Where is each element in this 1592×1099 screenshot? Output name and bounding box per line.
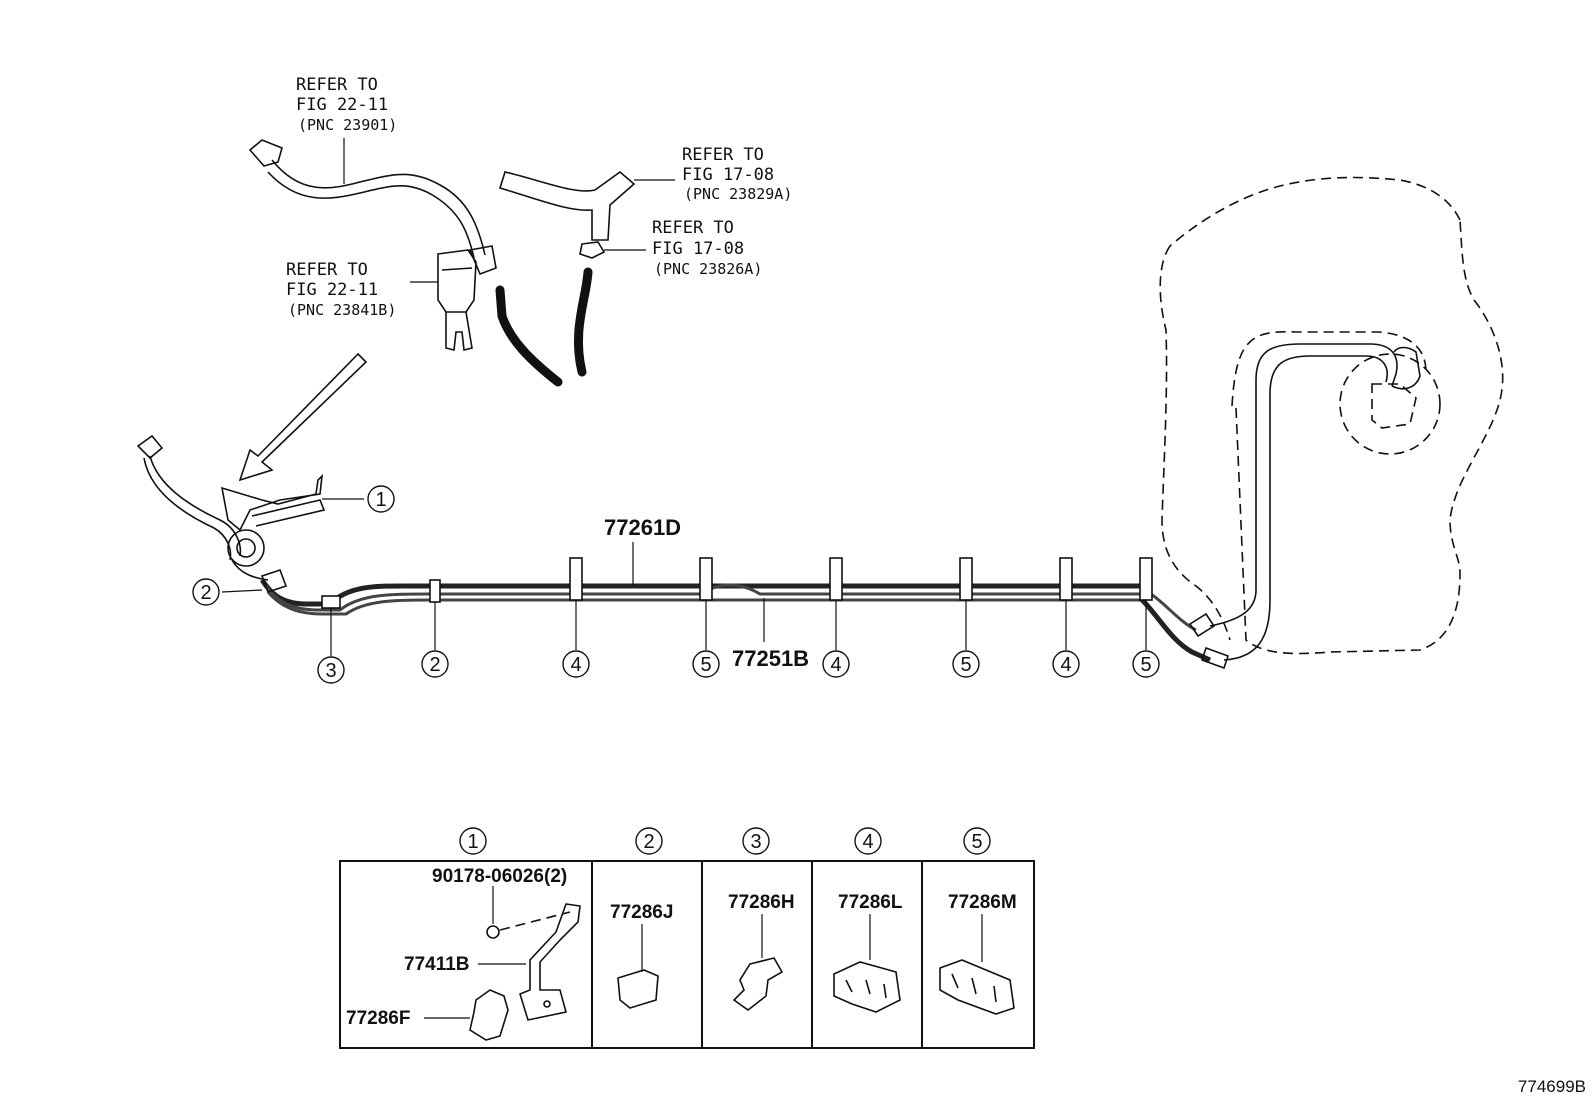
leader-lines <box>221 542 1147 656</box>
clamp-4b <box>829 557 843 601</box>
figure-number: 774699B <box>1518 1077 1586 1096</box>
clamp-5c <box>1139 557 1153 601</box>
svg-text:5: 5 <box>1140 654 1151 676</box>
svg-text:3: 3 <box>750 831 761 853</box>
cell4-clamp-icon <box>833 961 901 1013</box>
legend-header-2: 2 <box>635 827 663 855</box>
tube-upper-label: 77261D <box>604 515 681 540</box>
svg-text:4: 4 <box>830 654 841 676</box>
legend-header-5: 5 <box>963 827 991 855</box>
direction-arrow <box>238 352 368 482</box>
hose-segments <box>495 267 593 387</box>
bracket-part-number: 77411B <box>404 954 470 975</box>
callout-2-left: 2 <box>192 578 220 606</box>
legend-header-3: 3 <box>742 827 770 855</box>
ref4-line2: FIG 22-11 <box>286 280 378 300</box>
cell4-part-number: 77286L <box>838 892 903 913</box>
ref-ref4-text: REFER TO FIG 22-11 (PNC 23841B) <box>286 260 396 319</box>
bolt-icon <box>486 925 500 939</box>
ref1-line1: REFER TO <box>296 75 378 95</box>
ref1-line2: FIG 22-11 <box>296 95 388 115</box>
svg-text:1: 1 <box>467 831 478 853</box>
legend-cell-4: 77286L <box>833 892 903 1013</box>
callout-5a: 5 <box>692 650 720 678</box>
ref3-line3: (PNC 23826A) <box>654 260 762 278</box>
legend-header-1: 1 <box>459 827 487 855</box>
svg-text:2: 2 <box>200 582 211 604</box>
ref-ref2-text: REFER TO FIG 17-08 (PNC 23829A) <box>682 145 792 203</box>
svg-text:5: 5 <box>700 654 711 676</box>
ref-pipe-23901 <box>248 139 497 276</box>
ref2-line2: FIG 17-08 <box>682 165 774 185</box>
clamp-5a <box>699 557 713 601</box>
legend-cell-3: 77286H <box>728 892 795 1011</box>
callout-1-top: 1 <box>367 485 395 513</box>
legend-cell-2: 77286J <box>610 902 673 1009</box>
ref-hose-23829A <box>498 170 675 241</box>
svg-text:1: 1 <box>375 489 386 511</box>
ref-ref1-text: REFER TO FIG 22-11 (PNC 23901) <box>296 75 397 184</box>
clamp-part-number: 77286F <box>346 1008 410 1029</box>
svg-text:4: 4 <box>1060 654 1071 676</box>
cell2-part-number: 77286J <box>610 902 673 923</box>
clamp-3 <box>321 595 341 609</box>
clamp-2 <box>429 579 441 603</box>
svg-text:4: 4 <box>862 831 873 853</box>
callout-5b: 5 <box>952 650 980 678</box>
bracket-icon <box>519 903 581 1021</box>
svg-text:4: 4 <box>570 654 581 676</box>
ref4-line3: (PNC 23841B) <box>288 301 396 319</box>
cell2-clamp-icon <box>617 969 659 1009</box>
ref-clip-23826A <box>579 241 646 259</box>
callout-2: 2 <box>421 650 449 678</box>
clamp-4a <box>569 557 583 601</box>
fuel-tank-outline <box>1159 176 1504 655</box>
ref4-line1: REFER TO <box>286 260 368 280</box>
ref2-line1: REFER TO <box>682 145 764 165</box>
svg-text:5: 5 <box>971 831 982 853</box>
legend-header-4: 4 <box>854 827 882 855</box>
ref-valve-23841B <box>410 249 477 351</box>
fuel-tubes <box>259 343 1421 670</box>
callout-3: 3 <box>317 656 345 684</box>
svg-text:2: 2 <box>429 654 440 676</box>
tube-lower-label: 77251B <box>732 646 809 671</box>
callout-5c: 5 <box>1132 650 1160 678</box>
clamp-5b <box>959 557 973 601</box>
ref1-line3: (PNC 23901) <box>298 116 397 134</box>
legend-table: 1 2 3 4 5 90178-06026(2) 77411B <box>339 827 1035 1049</box>
ref3-line2: FIG 17-08 <box>652 239 744 259</box>
svg-text:2: 2 <box>643 831 654 853</box>
cell3-clamp-icon <box>732 957 784 1011</box>
cell3-part-number: 77286H <box>728 892 795 913</box>
ref-ref3-text: REFER TO FIG 17-08 (PNC 23826A) <box>652 218 762 278</box>
callout-4b: 4 <box>822 650 850 678</box>
svg-text:5: 5 <box>960 654 971 676</box>
clamp-icon <box>469 989 509 1041</box>
legend-cell-5: 77286M <box>939 892 1017 1015</box>
legend-cell-1: 90178-06026(2) 77411B 77286F <box>346 866 581 1041</box>
callout-4c: 4 <box>1052 650 1080 678</box>
left-end-assembly <box>136 434 364 581</box>
ref2-line3: (PNC 23829A) <box>684 185 792 203</box>
cell5-part-number: 77286M <box>948 892 1017 913</box>
bolt-part-number: 90178-06026(2) <box>432 866 567 887</box>
clamp-4c <box>1059 557 1073 601</box>
ref3-line1: REFER TO <box>652 218 734 238</box>
svg-text:3: 3 <box>325 660 336 682</box>
callout-4a: 4 <box>562 650 590 678</box>
cell5-clamp-icon <box>939 959 1015 1015</box>
